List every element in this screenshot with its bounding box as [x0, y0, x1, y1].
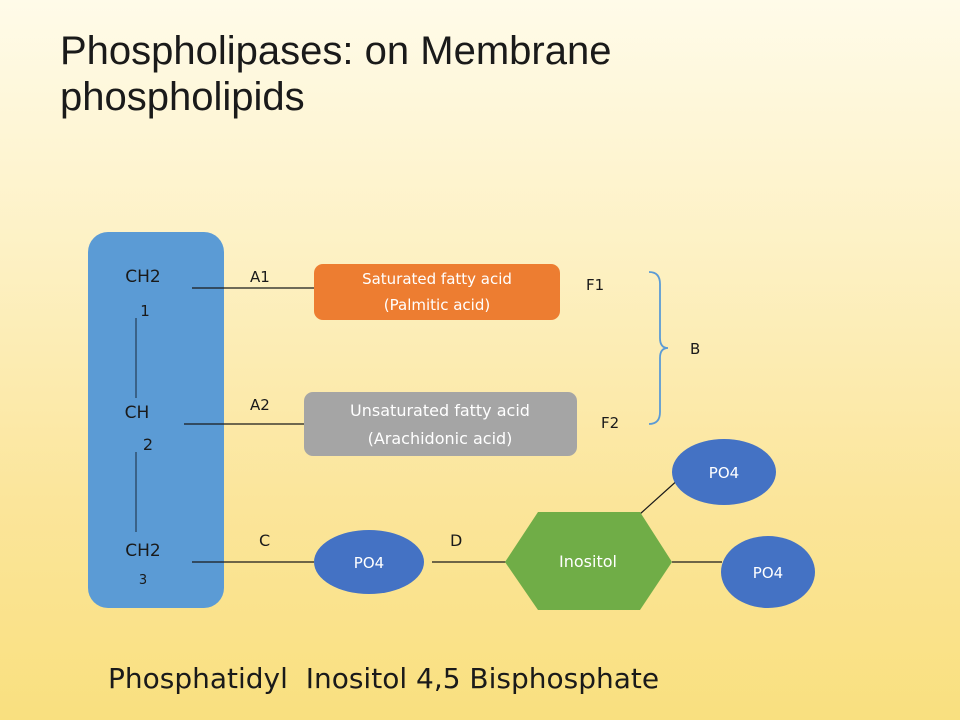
carbon-2-label: CH [125, 403, 150, 423]
unsaturated-fatty-acid-box [304, 392, 577, 456]
phosphate-right-node [721, 536, 815, 608]
phosphate-top-node [672, 439, 776, 505]
carbon-3-number: 3 [139, 573, 147, 588]
site-f1-label: F1 [586, 276, 604, 294]
carbon-2-number: 2 [143, 435, 153, 454]
molecule-caption: Phosphatidyl Inositol 4,5 Bisphosphate [108, 662, 660, 695]
phosphate-node-label: PO4 [354, 554, 384, 572]
inositol-ring [505, 512, 672, 610]
glycerol-backbone [88, 232, 224, 608]
inositol-label: Inositol [559, 552, 617, 571]
slide-title: Phospholipases: on Membrane phospholipid… [60, 28, 880, 120]
site-f2-label: F2 [601, 414, 619, 432]
site-a1-label: A1 [250, 268, 270, 286]
carbon-1-number: 1 [140, 302, 150, 320]
carbon-3-label: CH2 [125, 541, 160, 561]
bracket-brace [648, 271, 669, 425]
title-line-2: phospholipids [60, 75, 305, 119]
unsaturated-fatty-acid-label: Unsaturated fatty acid [350, 401, 530, 420]
site-c-label: C [259, 531, 270, 550]
site-a2-label: A2 [250, 396, 270, 414]
inositol-bond-top [639, 477, 681, 515]
saturated-fatty-acid-label: Saturated fatty acid [362, 270, 512, 288]
saturated-fatty-acid-box [314, 264, 560, 320]
site-b-label: B [690, 340, 700, 358]
phosphate-right-label: PO4 [753, 564, 783, 582]
phosphate-top-label: PO4 [709, 464, 739, 482]
carbon-1-label: CH2 [125, 267, 160, 287]
site-d-label: D [450, 531, 462, 550]
palmitic-acid-label: (Palmitic acid) [384, 296, 490, 314]
title-line-1: Phospholipases: on Membrane [60, 29, 612, 73]
phosphate-node [314, 530, 424, 594]
arachidonic-acid-label: (Arachidonic acid) [368, 429, 513, 448]
